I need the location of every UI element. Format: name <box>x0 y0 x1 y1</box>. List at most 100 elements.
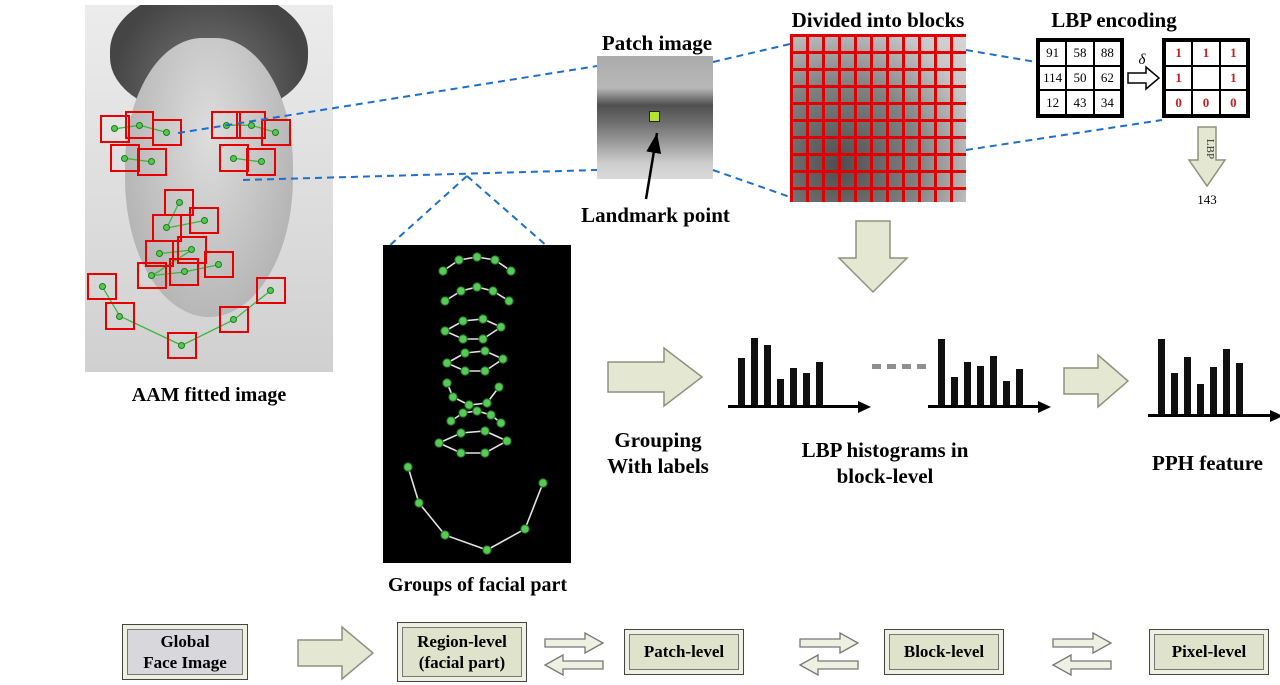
landmark-box <box>109 144 140 172</box>
lbp-encoding-caption: LBP encoding <box>1051 8 1177 32</box>
landmark-dot <box>178 341 186 349</box>
matrix-cell: 0 <box>1219 90 1247 115</box>
landmark-dot <box>98 283 106 291</box>
landmark-dot <box>116 312 124 320</box>
pph-label: PPH feature <box>1152 451 1263 475</box>
histogram-bar <box>738 358 745 405</box>
pipeline-box-region-level: Region-level (facial part) <box>397 622 527 682</box>
facial-group-mouth <box>437 430 509 454</box>
landmark-box <box>176 236 207 264</box>
histogram-bar <box>790 367 797 405</box>
facial-group-point <box>486 410 496 420</box>
facial-group-point <box>490 255 500 265</box>
histograms-label-line1: LBP histograms in <box>801 438 969 462</box>
matrix-cell: 12 <box>1039 90 1067 115</box>
histogram-bar <box>803 373 810 405</box>
facial-group-point <box>502 436 512 446</box>
histogram-bar <box>1158 338 1165 414</box>
pph-histogram <box>1148 335 1280 422</box>
pipeline-box-patch-level: Patch-level <box>624 629 744 675</box>
histogram-bar <box>764 345 771 405</box>
pph-arrow <box>1063 353 1130 409</box>
landmark-dot <box>230 316 238 324</box>
facial-group-point <box>482 545 492 555</box>
landmark-dot <box>215 261 223 269</box>
pipeline-box-line: Patch-level <box>643 642 725 662</box>
landmark-dot <box>155 250 163 258</box>
landmark-point-marker <box>649 111 660 122</box>
connector-blocks-to-matrix <box>965 49 1037 63</box>
histogram-bar <box>751 337 758 405</box>
landmark-dot <box>230 154 238 162</box>
facial-group-point <box>458 316 468 326</box>
facial-group-point <box>472 406 482 416</box>
groups-caption: Groups of facial part <box>387 574 568 596</box>
histograms-label-line2: block-level <box>836 464 934 489</box>
facial-group-point <box>496 322 506 332</box>
matrix-cell: 1 <box>1165 65 1193 91</box>
landmark-box <box>261 118 291 147</box>
lbp-arrow-label: LBP <box>1204 139 1216 159</box>
landmark-dot <box>136 121 144 129</box>
matrix-cell: 88 <box>1093 41 1121 66</box>
facial-group-point <box>458 408 468 418</box>
facial-groups-drawing <box>403 252 548 555</box>
pipeline-box-line: Global <box>160 631 210 651</box>
landmark-box <box>189 206 219 235</box>
intensity-matrix: 91 58 88 114 50 62 12 43 34 <box>1036 38 1124 118</box>
facial-group-point <box>480 426 490 436</box>
histogram-bar <box>977 365 984 405</box>
matrix-cell: 1 <box>1219 41 1247 66</box>
aam-caption: AAM fitted image <box>131 384 287 406</box>
landmark-box <box>137 148 167 176</box>
matrix-cell: 0 <box>1192 90 1220 115</box>
matrix-cell: 1 <box>1165 41 1193 66</box>
facial-groups-image <box>383 245 571 563</box>
histogram-bar <box>951 376 958 405</box>
exchange-arrow-left <box>1051 653 1112 677</box>
matrix-cell: 1 <box>1219 65 1247 91</box>
histogram-bar <box>1210 366 1217 414</box>
facial-group-point <box>454 255 464 265</box>
facial-group-point <box>440 530 450 540</box>
landmark-dot <box>163 224 171 232</box>
matrix-cell: 0 <box>1165 90 1193 115</box>
facial-group-point <box>458 334 468 344</box>
matrix-cell: 50 <box>1066 65 1094 91</box>
facial-group-point <box>464 400 474 410</box>
pipeline-box-pixel-level: Pixel-level <box>1149 629 1269 675</box>
landmark-dot <box>247 121 255 129</box>
landmark-box <box>204 250 234 279</box>
histogram-bar <box>777 378 784 405</box>
landmark-box <box>87 272 118 301</box>
facial-group-point <box>480 366 490 376</box>
patch-image <box>597 56 713 179</box>
landmark-box <box>99 115 130 143</box>
facial-group-point <box>506 266 516 276</box>
lbp-code-value: 143 <box>1197 192 1217 207</box>
histogram-bar <box>1236 362 1243 414</box>
landmark-dot <box>148 272 156 280</box>
pipeline-main-arrow <box>297 625 375 681</box>
facial-group-point <box>446 416 456 426</box>
histogram-bar <box>1016 369 1023 405</box>
lbp-histogram-1 <box>728 330 871 413</box>
blocks-caption: Divided into blocks <box>791 8 965 32</box>
grouping-label: Grouping With labels <box>592 427 724 480</box>
landmark-box <box>166 331 197 360</box>
facial-group-point <box>494 382 504 392</box>
matrix-cell <box>1192 65 1220 91</box>
landmark-dot <box>200 217 208 225</box>
exchange-arrow-right <box>544 631 605 655</box>
facial-group-point <box>456 428 466 438</box>
pipeline-box-global-face-image: Global Face Image <box>122 624 248 680</box>
pipeline-box-line: Face Image <box>143 653 227 672</box>
facial-group-point <box>472 252 482 262</box>
facial-group-point <box>498 354 508 364</box>
landmark-dot <box>188 246 196 254</box>
delta-symbol: δ <box>1139 52 1147 68</box>
pipeline-box-line: Region-level <box>417 631 507 651</box>
facial-group-point <box>414 498 424 508</box>
matrix-cell: 114 <box>1039 65 1067 91</box>
